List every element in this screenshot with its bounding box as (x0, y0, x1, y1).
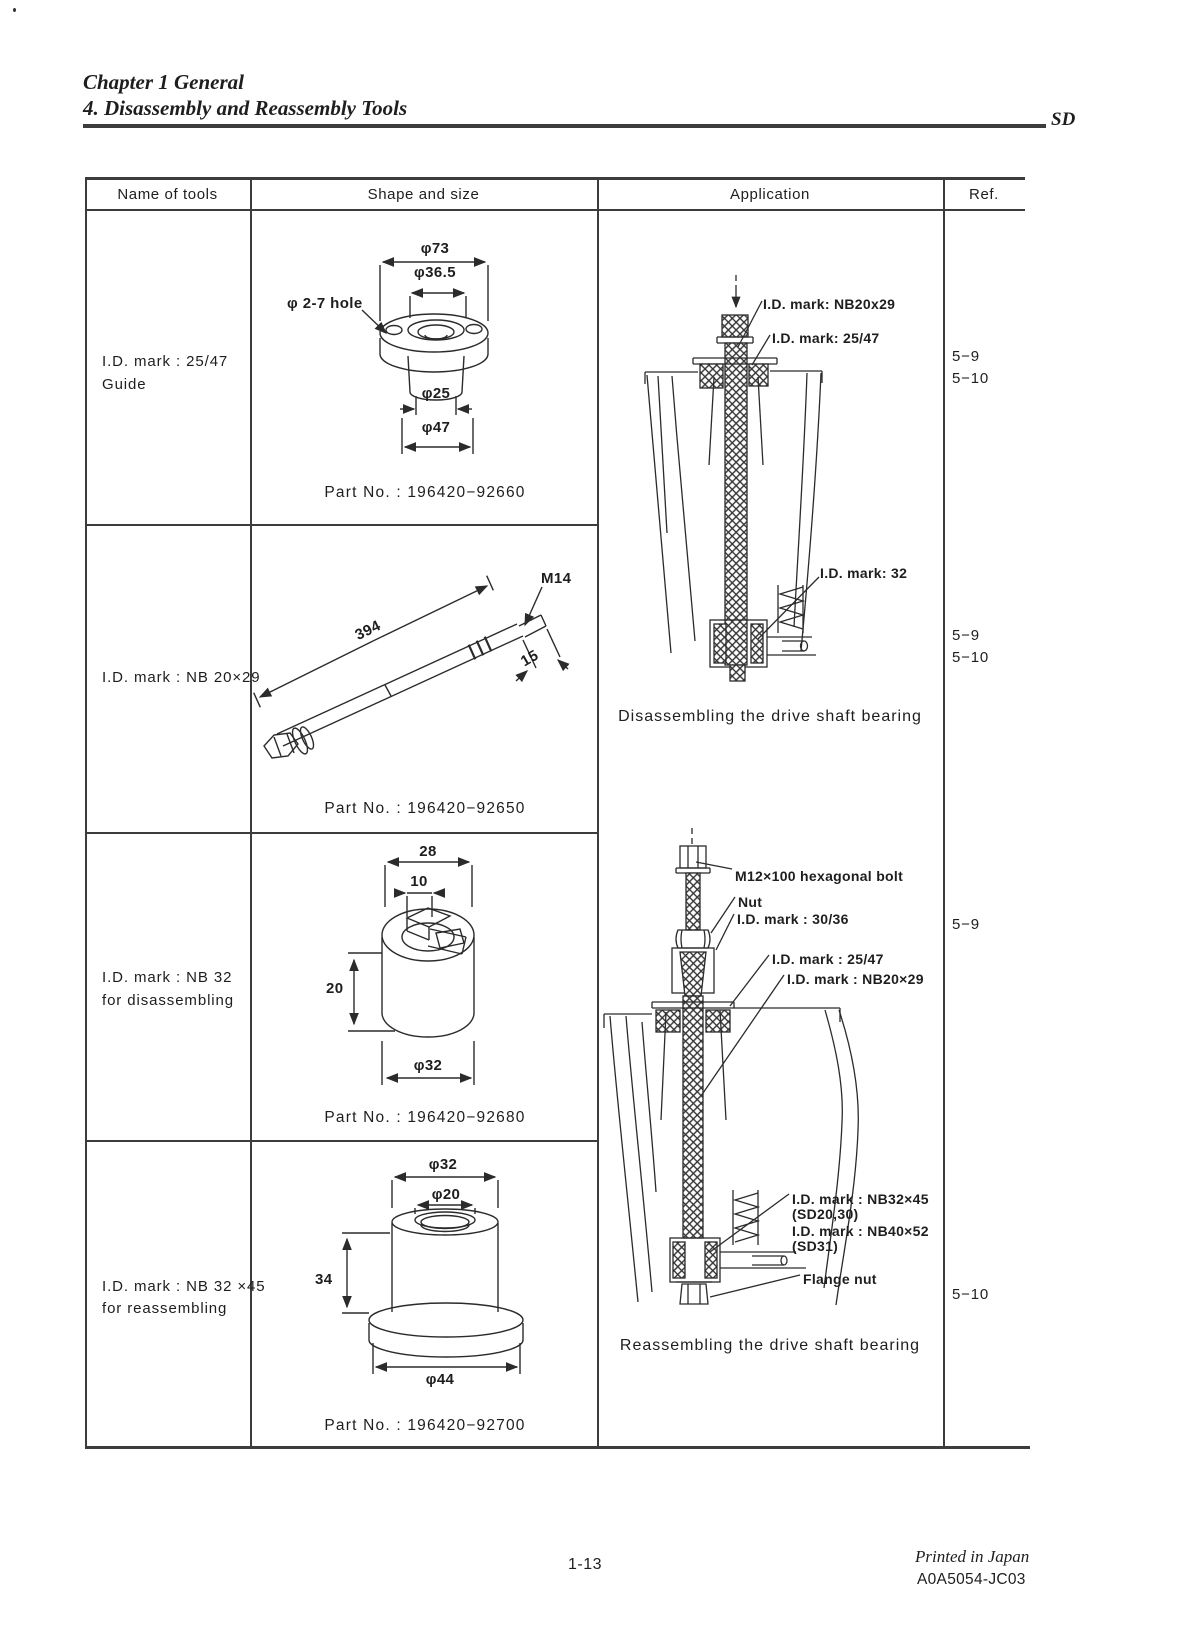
tool-drawing-shaft-nb20x29 (253, 575, 570, 759)
nut-and-sleeve (671, 929, 715, 1239)
app2-label-sd20-30: (SD20,30) (792, 1206, 859, 1222)
app2-label-nb32x45: I.D. mark : NB32×45 (792, 1191, 929, 1207)
flange-nut (676, 1281, 712, 1305)
dim-d47: φ47 (421, 419, 451, 436)
ref-row4-a: 5−10 (952, 1286, 989, 1303)
dim-w28: 28 (419, 843, 437, 860)
app1-label-nb20x29: I.D. mark: NB20x29 (763, 296, 896, 312)
application-figure-reassembling (603, 828, 859, 1306)
table-top-border (85, 177, 1025, 180)
app2-label-25-47: I.D. mark : 25/47 (772, 951, 884, 967)
ref-row1-a: 5−9 (952, 348, 980, 365)
tool-name-1-line1: I.D. mark : 25/47 (102, 353, 229, 370)
app1-caption: Disassembling the drive shaft bearing (618, 708, 922, 725)
dim-d32-top: φ32 (428, 1156, 458, 1173)
dim-thread-m14: M14 (541, 570, 572, 587)
dim-w10: 10 (410, 873, 428, 890)
tool-name-3-line2: for disassembling (102, 992, 235, 1009)
dim-h34: 34 (315, 1271, 333, 1288)
app2-label-30-36: I.D. mark : 30/36 (737, 911, 849, 927)
section-title: 4. Disassembly and Reassembly Tools (83, 96, 408, 120)
col-header-application: Application (730, 186, 810, 203)
table-bottom-border (85, 1446, 1030, 1449)
app2-label-flange-nut: Flange nut (803, 1271, 877, 1287)
leader-lines (737, 300, 820, 640)
application-figure-disassembling (644, 275, 823, 682)
dim-hole: φ 2-7 hole (287, 295, 363, 312)
drive-shaft-bearing (709, 619, 768, 682)
app2-label-nb20x29: I.D. mark : NB20×29 (787, 971, 924, 987)
row-divider-3 (85, 1140, 599, 1142)
section-tab-label: SD (1051, 109, 1076, 130)
app2-label-nb40x52: I.D. mark : NB40×52 (792, 1223, 929, 1239)
tool-name-3-line1: I.D. mark : NB 32 (102, 969, 233, 986)
dim-d25: φ25 (421, 385, 451, 402)
row-divider-1 (85, 524, 599, 526)
scan-speck (13, 8, 16, 12)
ref-row2-a: 5−9 (952, 627, 980, 644)
tool-name-4-line1: I.D. mark : NB 32 ×45 (102, 1278, 266, 1295)
app2-label-bolt: M12×100 hexagonal bolt (735, 868, 904, 884)
col-divider-1 (250, 177, 252, 1448)
col-divider-3 (943, 177, 945, 1448)
dim-d20: φ20 (431, 1186, 461, 1203)
table-left-border (85, 177, 87, 1448)
document-code: A0A5054-JC03 (917, 1571, 1026, 1588)
ref-row1-b: 5−10 (952, 370, 989, 387)
drive-shaft-rod (716, 275, 754, 666)
dim-d32: φ32 (413, 1057, 443, 1074)
row-divider-2 (85, 832, 599, 834)
part-number-2: Part No. : 196420−92650 (324, 800, 526, 817)
tool-drawing-guide-25-47 (361, 257, 489, 454)
tool-name-4-line2: for reassembling (102, 1300, 228, 1317)
app1-label-25-47: I.D. mark: 25/47 (772, 330, 880, 346)
ref-row2-b: 5−10 (952, 649, 989, 666)
bearing-housing (603, 1007, 859, 1306)
tool-drawing-nb32x45 (342, 1172, 524, 1374)
page-number: 1-13 (567, 1556, 603, 1573)
col-header-ref: Ref. (969, 186, 999, 203)
table-header-border (85, 209, 1025, 211)
ref-row3-a: 5−9 (952, 916, 980, 933)
col-divider-2 (597, 177, 599, 1448)
chapter-title: Chapter 1 General (83, 70, 245, 94)
hexagonal-bolt (675, 828, 711, 931)
drive-shaft-bearing (669, 1237, 721, 1283)
dim-d36-5: φ36.5 (414, 264, 456, 281)
dim-d73: φ73 (420, 240, 450, 257)
header-rule (83, 124, 1046, 128)
tool-drawing-nb32 (348, 857, 475, 1085)
part-number-1: Part No. : 196420−92660 (324, 484, 526, 501)
dim-d44: φ44 (425, 1371, 455, 1388)
printed-in-japan: Printed in Japan (915, 1547, 1030, 1566)
col-header-shape: Shape and size (367, 186, 480, 203)
part-number-3: Part No. : 196420−92680 (324, 1109, 526, 1126)
tool-name-1-line2: Guide (102, 376, 147, 393)
app2-caption: Reassembling the drive shaft bearing (619, 1337, 921, 1354)
leader-lines (695, 861, 801, 1298)
guide-cross-section (692, 357, 778, 389)
bearing-housing (644, 370, 823, 656)
guide-cross-section (651, 1001, 735, 1033)
col-header-name: Name of tools (117, 186, 218, 203)
app2-label-nut: Nut (738, 894, 763, 910)
app1-label-32: I.D. mark: 32 (820, 565, 908, 581)
part-number-4: Part No. : 196420−92700 (324, 1417, 526, 1434)
tool-name-2-line1: I.D. mark : NB 20×29 (102, 669, 261, 686)
dim-h20: 20 (326, 980, 344, 997)
app2-label-sd31: (SD31) (792, 1238, 839, 1254)
